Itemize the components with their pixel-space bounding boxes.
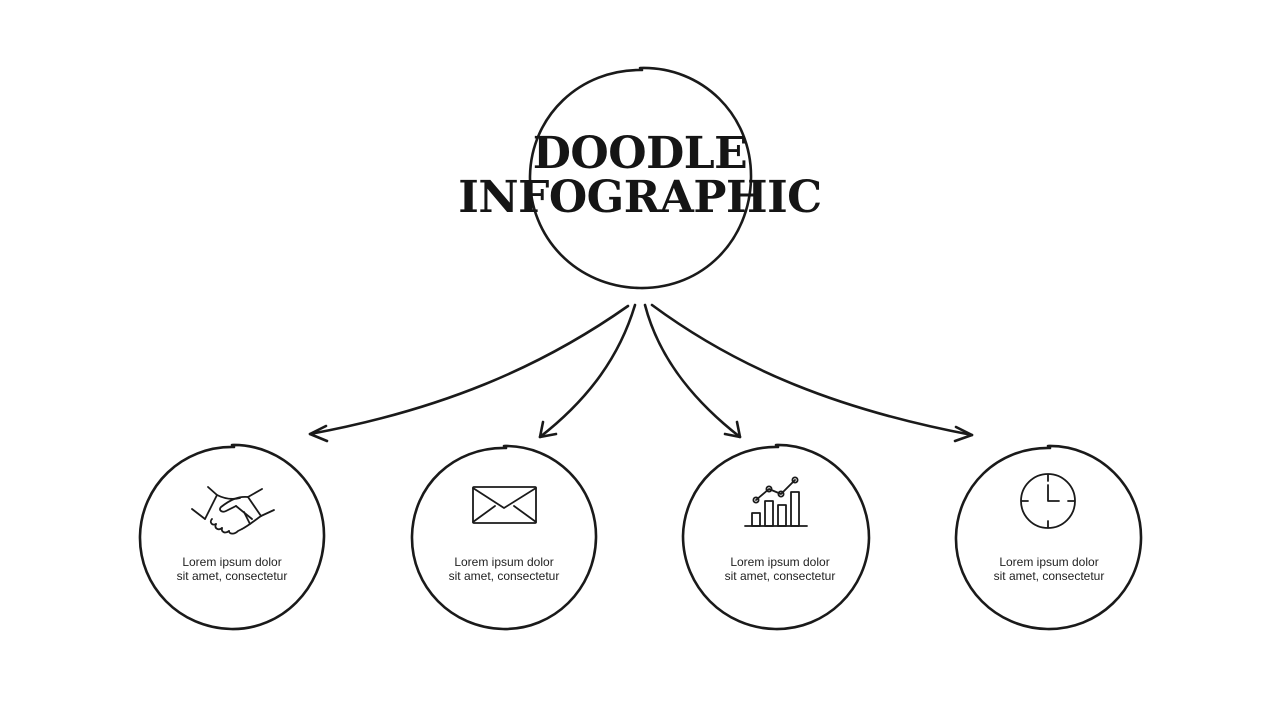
item-caption-4: Lorem ipsum dolor sit amet, consectetur	[964, 555, 1134, 583]
caption-line-1: Lorem ipsum dolor	[454, 555, 554, 569]
item-circle-3	[681, 443, 871, 631]
arrow-to-item-2	[538, 303, 637, 439]
caption-line-1: Lorem ipsum dolor	[999, 555, 1099, 569]
caption-line-2: sit amet, consectetur	[993, 569, 1105, 583]
title-line-2: INFOGRAPHIC	[458, 172, 822, 223]
item-caption-2: Lorem ipsum dolor sit amet, consectetur	[419, 555, 589, 583]
caption-line-1: Lorem ipsum dolor	[182, 555, 282, 569]
item-caption-1: Lorem ipsum dolor sit amet, consectetur	[147, 555, 317, 583]
bar-chart-icon	[744, 476, 808, 527]
arrow-to-item-1	[308, 304, 630, 443]
arrow-to-item-4	[650, 303, 974, 443]
caption-line-1: Lorem ipsum dolor	[730, 555, 830, 569]
handshake-icon	[191, 486, 275, 535]
item-circle-4	[954, 444, 1143, 631]
title-line-1: DOODLE	[532, 128, 748, 179]
clock-icon	[1020, 473, 1076, 529]
item-circle-2	[410, 444, 598, 631]
caption-line-2: sit amet, consectetur	[724, 569, 836, 583]
page-title: DOODLE INFOGRAPHIC	[440, 132, 840, 220]
item-caption-3: Lorem ipsum dolor sit amet, consectetur	[695, 555, 865, 583]
caption-line-2: sit amet, consectetur	[448, 569, 560, 583]
central-circle	[528, 66, 753, 290]
arrow-to-item-3	[643, 303, 742, 439]
caption-line-2: sit amet, consectetur	[176, 569, 288, 583]
envelope-icon	[472, 486, 537, 524]
item-circle-1	[138, 443, 326, 631]
